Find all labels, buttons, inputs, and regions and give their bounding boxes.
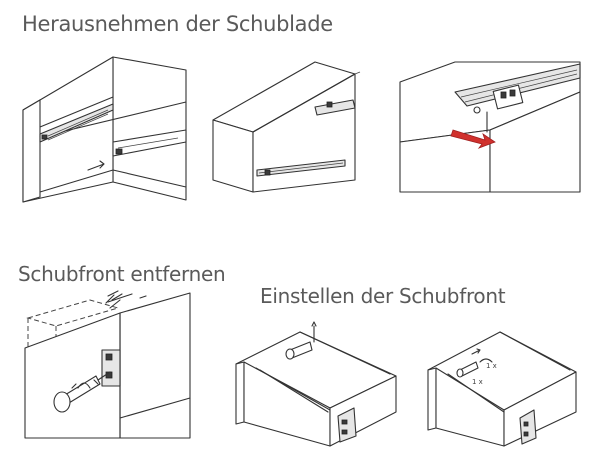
- red-arrow-icon: [450, 129, 496, 149]
- heading-adjust-front: Einstellen der Schubfront: [260, 284, 506, 308]
- figure-release-lever: [399, 61, 581, 193]
- figure-screwdriver-front: [24, 290, 191, 439]
- heading-remove-front: Schubfront entfernen: [18, 262, 226, 286]
- figure-adjust-detail: 1 x 1 x: [427, 331, 577, 447]
- turn-count-label-left: 1 x: [472, 378, 483, 386]
- figure-drawer-front: [212, 61, 361, 193]
- turn-count-label-right: 1 x: [486, 362, 497, 370]
- heading-remove-drawer: Herausnehmen der Schublade: [22, 12, 333, 36]
- figure-adjust-drawer: [235, 321, 397, 447]
- figure-cabinet-runner: [22, 56, 187, 203]
